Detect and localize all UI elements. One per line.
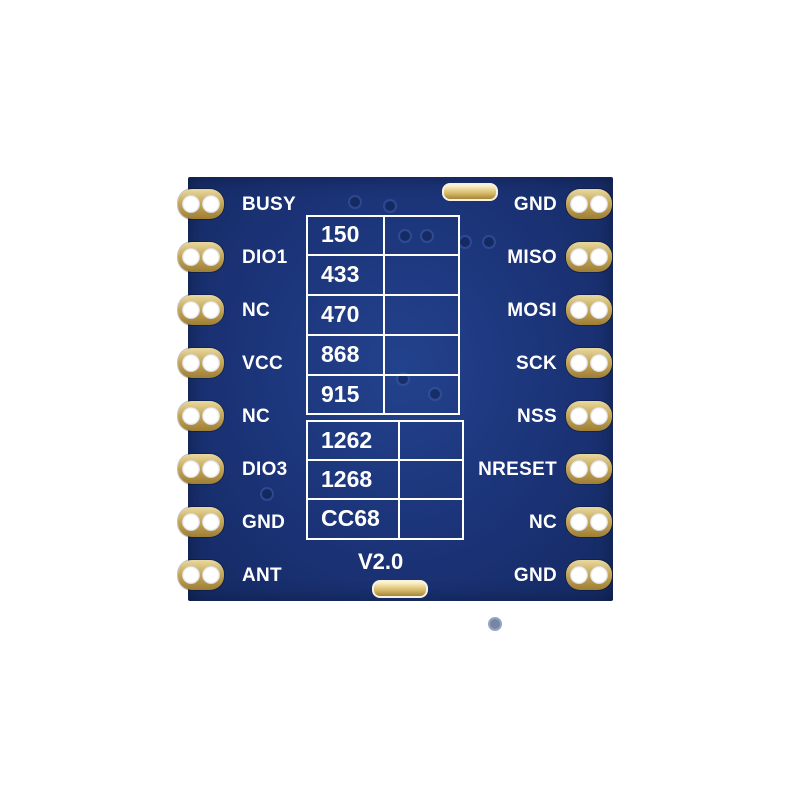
pin-label-busy: BUSY — [242, 194, 296, 215]
bottom-solder-pad — [372, 580, 428, 598]
pin-label-gnd: GND — [242, 512, 286, 533]
freq-cell: 915 — [321, 381, 360, 407]
chip-table — [306, 420, 464, 540]
table-divider — [306, 294, 458, 296]
pin-pad — [178, 348, 224, 378]
pin-pad — [178, 295, 224, 325]
via — [488, 617, 502, 631]
pin-label-sck: SCK — [515, 353, 557, 374]
via — [428, 387, 442, 401]
version-label: V2.0 — [358, 549, 404, 574]
freq-cell: 150 — [321, 221, 360, 247]
chip-cell: CC68 — [321, 505, 380, 531]
via — [260, 487, 274, 501]
via — [458, 235, 472, 249]
pin-label-nss: NSS — [517, 406, 557, 427]
pin-label-dio1: DIO1 — [242, 247, 288, 268]
pin-pad — [566, 454, 612, 484]
via — [482, 235, 496, 249]
pin-label-gnd: GND — [513, 565, 557, 586]
pin-pad — [566, 560, 612, 590]
pin-label-nc: NC — [242, 406, 271, 427]
pin-pad — [566, 401, 612, 431]
pin-label-vcc: VCC — [242, 353, 284, 374]
pin-label-ant: ANT — [242, 565, 282, 586]
pin-pad — [178, 560, 224, 590]
pin-pad — [566, 189, 612, 219]
top-solder-pad — [442, 183, 498, 201]
lora-module-board: BUSY DIO1 NC VCC NC DIO3 GND ANT GND MIS… — [178, 177, 613, 631]
via — [383, 199, 397, 213]
table-divider — [306, 459, 462, 461]
chip-cell: 1268 — [321, 466, 373, 492]
pin-pad — [566, 348, 612, 378]
pin-label-miso: MISO — [507, 247, 557, 268]
pin-label-dio3: DIO3 — [242, 459, 288, 480]
pin-pad — [178, 507, 224, 537]
table-divider — [383, 215, 385, 413]
pin-label-gnd: GND — [513, 194, 557, 215]
pin-pad — [178, 454, 224, 484]
via — [348, 195, 362, 209]
freq-cell: 470 — [321, 301, 360, 327]
table-divider — [306, 254, 458, 256]
pin-label-nreset: NRESET — [478, 459, 557, 480]
via — [398, 229, 412, 243]
table-divider — [398, 420, 400, 538]
pin-label-mosi: MOSI — [507, 300, 557, 321]
table-divider — [306, 334, 458, 336]
pin-label-nc: NC — [242, 300, 271, 321]
pin-pad — [566, 242, 612, 272]
pin-pad — [566, 507, 612, 537]
pin-pad — [178, 189, 224, 219]
freq-cell: 868 — [321, 341, 360, 367]
pin-pad — [178, 242, 224, 272]
table-divider — [306, 374, 458, 376]
via — [420, 229, 434, 243]
table-divider — [306, 498, 462, 500]
pin-pad — [178, 401, 224, 431]
pin-pad — [566, 295, 612, 325]
chip-cell: 1262 — [321, 427, 373, 453]
pin-label-nc: NC — [528, 512, 557, 533]
freq-cell: 433 — [321, 261, 360, 287]
